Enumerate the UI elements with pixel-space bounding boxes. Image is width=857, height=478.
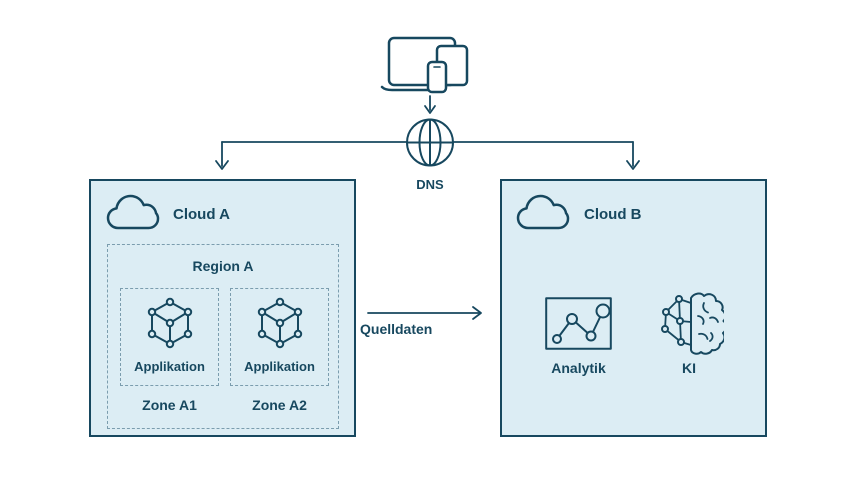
cloud-a-title: Cloud A xyxy=(173,206,230,223)
region-a-title: Region A xyxy=(192,258,254,274)
dns-to-cloud-b-arrow xyxy=(626,141,640,170)
region-a-box: Region A Ap xyxy=(107,244,339,429)
dns-label: DNS xyxy=(416,177,444,192)
cloud-icon xyxy=(516,194,570,230)
cloud-b-box: Cloud B Analytik xyxy=(500,179,767,437)
cube-nodes-icon xyxy=(257,297,303,349)
cloud-a-box: Cloud A Region A xyxy=(89,179,356,437)
cube-nodes-icon xyxy=(147,297,193,349)
ai-label: KI xyxy=(682,360,696,376)
devices-to-dns-arrow xyxy=(424,95,436,114)
zone-a1-app-box: Applikation xyxy=(120,288,219,386)
cloud-b-title: Cloud B xyxy=(584,206,642,223)
brain-network-icon xyxy=(661,292,724,355)
client-devices-icon xyxy=(380,36,469,94)
quelldaten-arrow xyxy=(367,306,482,320)
zone-a2-label: Zone A2 xyxy=(252,397,307,413)
cloud-icon xyxy=(106,194,160,230)
line-chart-icon xyxy=(545,297,612,350)
zone-a2-app-box: Applikation xyxy=(230,288,329,386)
quelldaten-label: Quelldaten xyxy=(360,321,433,337)
dns-to-cloud-a-arrow xyxy=(215,141,229,170)
globe-icon xyxy=(406,118,454,167)
analytics-label: Analytik xyxy=(551,360,606,376)
application-label: Applikation xyxy=(134,359,205,374)
ai-service: KI xyxy=(654,289,724,376)
application-label: Applikation xyxy=(244,359,315,374)
analytics-service: Analytik xyxy=(545,297,612,376)
zone-a1-label: Zone A1 xyxy=(142,397,197,413)
smartphone-icon xyxy=(426,60,448,94)
